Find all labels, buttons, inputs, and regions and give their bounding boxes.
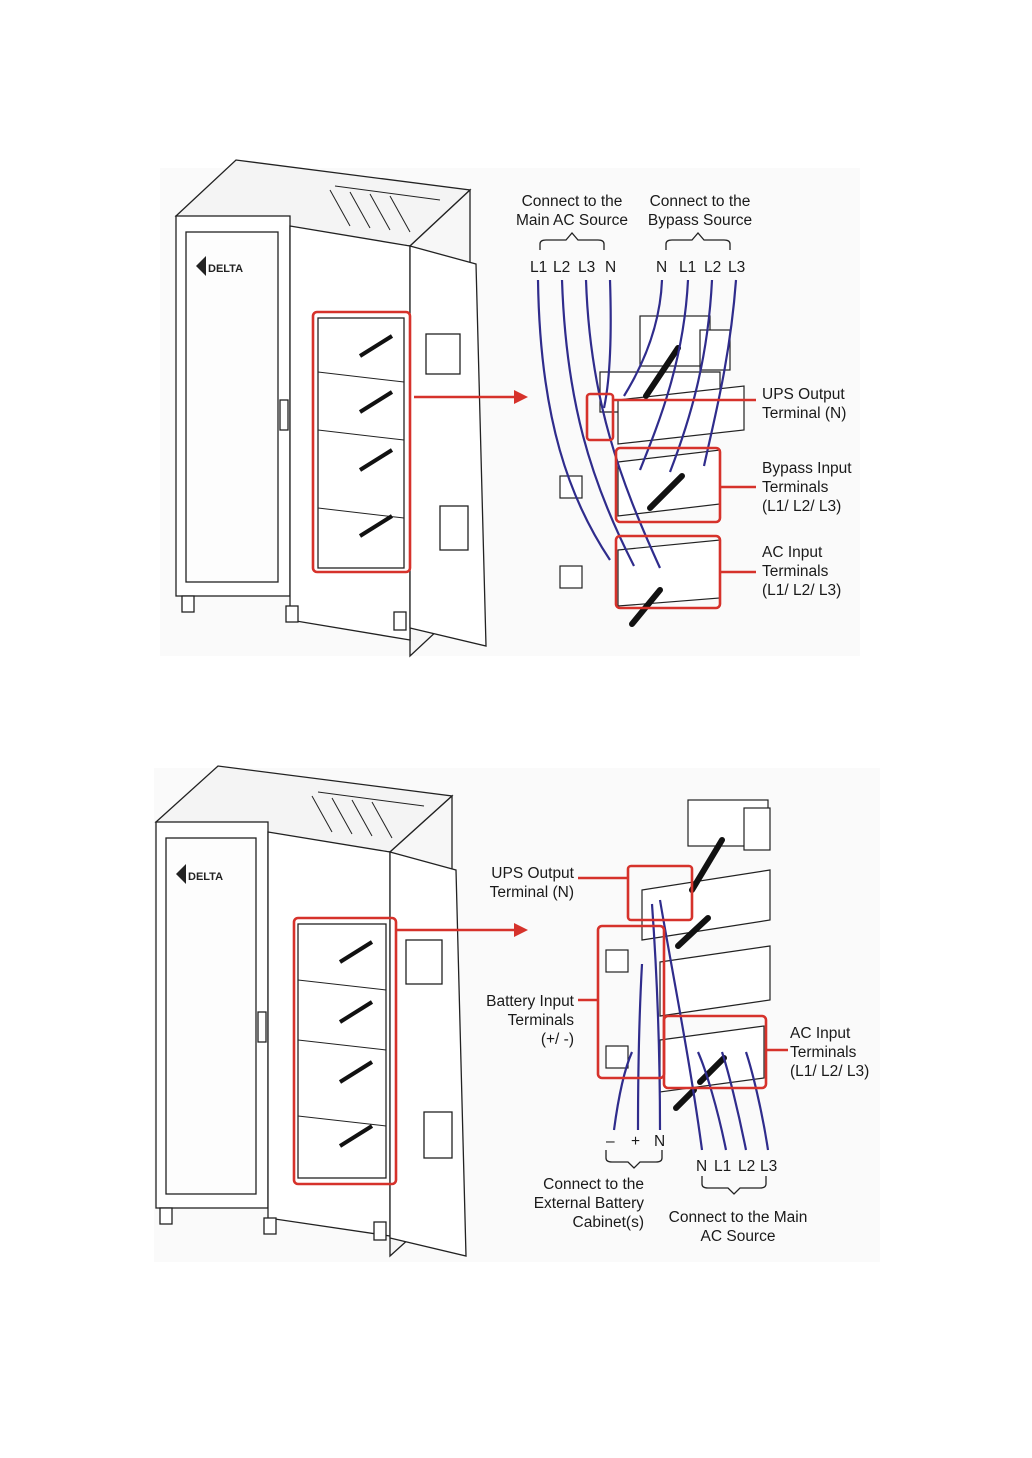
bypass-input-label-1: Bypass Input Terminals (L1/ L2/ L3) bbox=[762, 460, 852, 515]
main-phase-l3-2: L3 bbox=[760, 1158, 778, 1175]
cabinet-callout-box-1 bbox=[311, 310, 412, 574]
ups-output-box-2 bbox=[626, 864, 694, 922]
braces-2 bbox=[605, 1150, 767, 1195]
callouts-1 bbox=[585, 392, 756, 610]
battery-input-box-2 bbox=[596, 924, 666, 1080]
cables-1 bbox=[536, 279, 738, 569]
main-source-label-2: Connect to the Main AC Source bbox=[668, 1209, 808, 1245]
bypass-phase-n-1: N bbox=[656, 259, 668, 276]
bypass-phase-l2-1: L2 bbox=[704, 259, 722, 276]
delta-logo-1: DELTA bbox=[196, 256, 243, 276]
brand-text-1: DELTA bbox=[208, 263, 243, 275]
brand-text-2: DELTA bbox=[188, 871, 223, 883]
ac-input-label-1: AC Input Terminals (L1/ L2/ L3) bbox=[762, 544, 842, 599]
ac-input-label-2: AC Input Terminals (L1/ L2/ L3) bbox=[790, 1025, 870, 1080]
delta-logo-2: DELTA bbox=[176, 864, 223, 884]
zoom-arrow-1 bbox=[414, 390, 528, 404]
cabinet-callout-box-2 bbox=[292, 916, 398, 1186]
main-phase-n-1: N bbox=[605, 259, 617, 276]
battery-cabinet-label-2: Connect to the External Battery Cabinet(… bbox=[533, 1176, 644, 1231]
battery-minus-label: – bbox=[606, 1133, 615, 1150]
terminal-assembly-2 bbox=[605, 799, 771, 1093]
ups-output-box-1 bbox=[585, 392, 615, 442]
ac-input-box-2 bbox=[662, 1014, 768, 1090]
bypass-phase-l1-1: L1 bbox=[679, 259, 697, 276]
main-phase-l1-2: L1 bbox=[714, 1158, 732, 1175]
callouts-2 bbox=[578, 864, 788, 1090]
zoom-arrow-2 bbox=[396, 923, 528, 937]
ups-cabinet-1 bbox=[174, 159, 487, 658]
busbar-rods-2 bbox=[673, 837, 727, 1111]
ups-output-label-2: UPS Output Terminal (N) bbox=[489, 865, 574, 901]
bypass-source-label-1: Connect to the Bypass Source bbox=[647, 193, 753, 229]
battery-plus-label: + bbox=[631, 1133, 641, 1150]
ups-cabinet-2 bbox=[154, 765, 467, 1258]
braces-1 bbox=[539, 232, 731, 250]
ups-output-label-1: UPS Output Terminal (N) bbox=[762, 386, 847, 422]
main-source-label-1: Connect to the Main AC Source bbox=[516, 193, 628, 229]
main-phase-l2-1: L2 bbox=[553, 259, 571, 276]
main-phase-l3-1: L3 bbox=[578, 259, 596, 276]
main-phase-l2-2: L2 bbox=[738, 1158, 756, 1175]
bypass-phase-l3-1: L3 bbox=[728, 259, 746, 276]
main-phase-n-2: N bbox=[696, 1158, 708, 1175]
main-phase-l1-1: L1 bbox=[530, 259, 548, 276]
battery-n-label: N bbox=[654, 1133, 666, 1150]
battery-input-label-2: Battery Input Terminals (+/ -) bbox=[486, 993, 574, 1048]
bypass-input-box-1 bbox=[614, 446, 722, 524]
